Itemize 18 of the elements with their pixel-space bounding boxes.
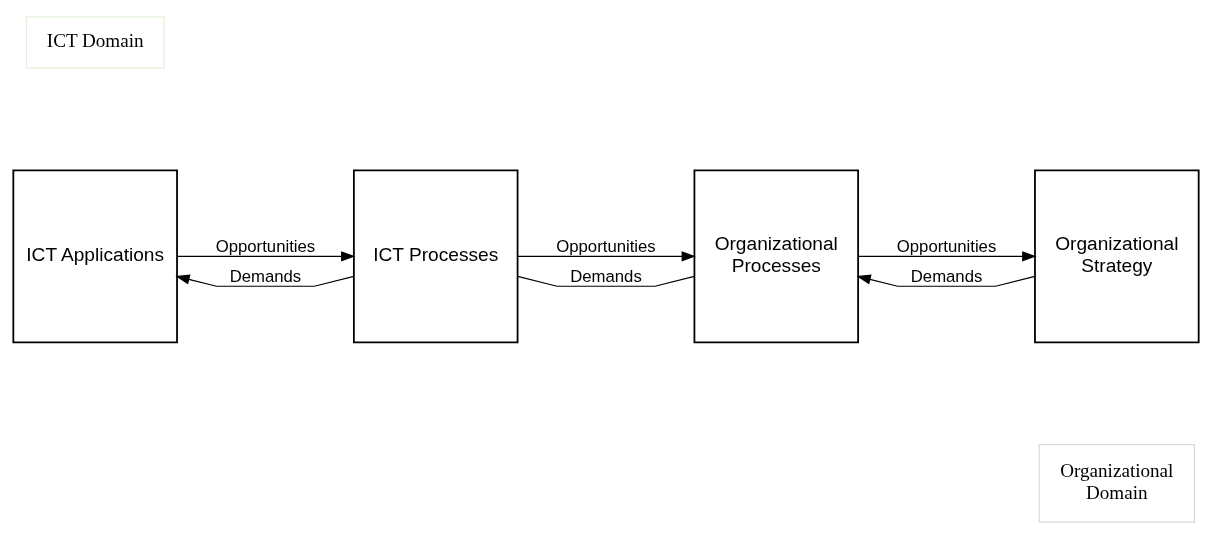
edge-label: Demands xyxy=(229,266,302,286)
node-box: Organizational Domain xyxy=(1038,443,1196,523)
connector xyxy=(517,275,695,287)
arrow xyxy=(175,274,355,287)
arrow xyxy=(856,274,1036,287)
edge-label: Demands xyxy=(910,266,983,286)
edge-label: Opportunities xyxy=(215,236,316,256)
node-box: ICT Processes xyxy=(353,168,519,343)
edge-label: Demands xyxy=(570,266,642,286)
node-box: Organizational Strategy xyxy=(1034,168,1200,343)
node-box: ICT Applications xyxy=(12,168,178,343)
node-box: Organizational Processes xyxy=(693,168,859,343)
arrow xyxy=(857,250,1037,261)
edge-label: Opportunities xyxy=(556,236,656,256)
node-box: ICT Domain xyxy=(25,15,165,69)
arrow xyxy=(517,250,696,261)
arrow xyxy=(176,250,356,261)
edge-label: Opportunities xyxy=(896,236,997,256)
